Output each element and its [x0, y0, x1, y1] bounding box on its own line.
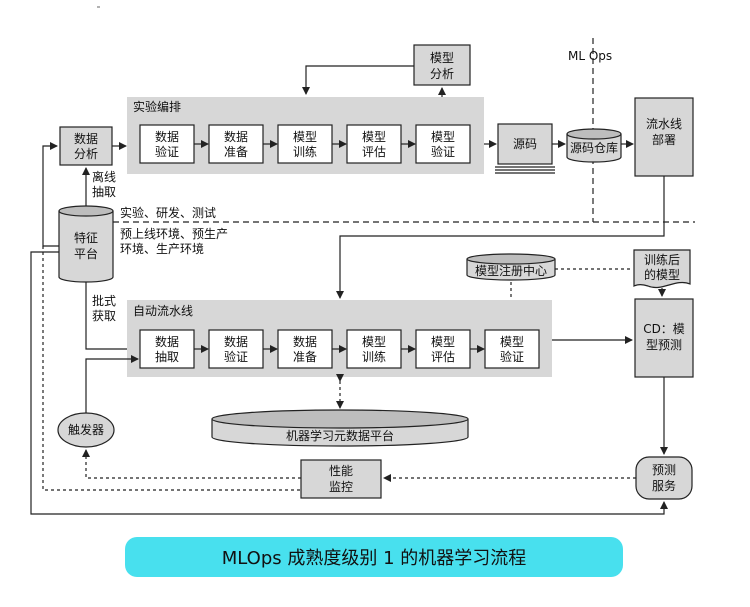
data-analysis-box: 数据 分析	[59, 126, 113, 166]
svg-text:模型: 模型	[500, 335, 524, 349]
svg-text:训练: 训练	[362, 349, 386, 364]
auto-step-3: 数据 准备	[277, 329, 333, 369]
exp-step-5: 模型 验证	[415, 124, 471, 164]
svg-text:模型: 模型	[293, 130, 317, 144]
svg-text:获取: 获取	[92, 309, 116, 323]
svg-text:监控: 监控	[329, 480, 353, 494]
mlops-label: ML Ops	[568, 49, 612, 63]
svg-text:验证: 验证	[155, 144, 179, 159]
svg-text:评估: 评估	[362, 145, 386, 159]
env-experiment-label: 实验、研发、测试	[120, 205, 216, 220]
svg-text:模型注册中心: 模型注册中心	[475, 263, 547, 278]
svg-text:分析: 分析	[74, 147, 98, 161]
figure-caption: MLOps 成熟度级别 1 的机器学习流程	[125, 537, 623, 577]
trigger-ellipse: 触发器	[57, 412, 115, 448]
svg-text:数据: 数据	[155, 334, 179, 349]
svg-text:服务: 服务	[652, 478, 676, 493]
exp-step-1: 数据 验证	[139, 124, 195, 164]
svg-text:抽取: 抽取	[92, 185, 116, 199]
batch-fetch-label: 批式	[92, 293, 116, 308]
feature-platform-cylinder: 特征 平台	[58, 205, 114, 283]
model-analysis-box: 模型 分析	[413, 44, 471, 86]
auto-step-4: 模型 训练	[346, 329, 402, 369]
svg-text:CD：模: CD：模	[643, 322, 685, 336]
svg-text:模型: 模型	[362, 335, 386, 349]
svg-text:触发器: 触发器	[68, 422, 104, 437]
trained-model-document: 训练后 的模型	[633, 249, 691, 288]
auto-pipeline-panel	[127, 300, 552, 377]
auto-step-5: 模型 评估	[415, 329, 471, 369]
performance-monitor-box: 性能 监控	[300, 459, 382, 499]
svg-text:平台: 平台	[74, 246, 98, 261]
auto-step-6: 模型 验证	[484, 329, 540, 369]
svg-text:验证: 验证	[431, 144, 455, 159]
svg-text:型预测: 型预测	[646, 338, 682, 352]
svg-text:数据: 数据	[293, 334, 317, 349]
auto-pipeline-title: 自动流水线	[133, 304, 193, 318]
code-repo-cylinder: 源码仓库	[566, 128, 622, 163]
svg-text:验证: 验证	[500, 349, 524, 364]
pipeline-deploy-box: 流水线 部署	[634, 97, 694, 177]
svg-text:的模型: 的模型	[644, 267, 680, 282]
auto-step-1: 数据 抽取	[139, 329, 195, 369]
offline-extract-label: 离线	[92, 169, 116, 184]
model-registry-cylinder: 模型注册中心	[466, 253, 556, 281]
exp-step-2: 数据 准备	[208, 124, 264, 164]
svg-text:机器学习元数据平台: 机器学习元数据平台	[286, 428, 394, 443]
svg-text:数据: 数据	[224, 129, 248, 144]
svg-text:数据: 数据	[74, 131, 98, 146]
svg-text:训练: 训练	[293, 144, 317, 159]
svg-text:抽取: 抽取	[155, 350, 179, 364]
svg-text:数据: 数据	[155, 129, 179, 144]
svg-text:源码: 源码	[513, 137, 537, 151]
svg-text:准备: 准备	[224, 145, 248, 159]
svg-text:性能: 性能	[329, 464, 353, 478]
experiment-title: 实验编排	[133, 99, 181, 114]
env-prod-label: 预上线环境、预生产	[120, 226, 228, 241]
auto-step-2: 数据 验证	[208, 329, 264, 369]
svg-text:评估: 评估	[431, 350, 455, 364]
svg-text:预测: 预测	[652, 463, 676, 477]
exp-step-4: 模型 评估	[346, 124, 402, 164]
svg-text:环境、生产环境: 环境、生产环境	[120, 241, 204, 256]
svg-text:验证: 验证	[224, 349, 248, 364]
svg-text:模型: 模型	[362, 130, 386, 144]
svg-text:特征: 特征	[74, 230, 98, 245]
source-code-box: 源码	[495, 123, 555, 174]
svg-text:数据: 数据	[224, 334, 248, 349]
svg-text:分析: 分析	[430, 67, 454, 81]
exp-step-3: 模型 训练	[277, 124, 333, 164]
svg-text:模型: 模型	[431, 130, 455, 144]
prediction-service-box: 预测 服务	[635, 456, 693, 500]
svg-text:模型: 模型	[430, 51, 454, 65]
svg-text:模型: 模型	[431, 335, 455, 349]
cd-model-prediction-box: CD：模 型预测	[634, 298, 694, 378]
svg-text:流水线: 流水线	[646, 117, 682, 131]
svg-text:准备: 准备	[293, 350, 317, 364]
metadata-platform-cylinder: 机器学习元数据平台	[211, 409, 469, 447]
svg-text:部署: 部署	[652, 132, 676, 147]
svg-text:训练后: 训练后	[644, 252, 680, 267]
svg-text:源码仓库: 源码仓库	[570, 140, 618, 155]
